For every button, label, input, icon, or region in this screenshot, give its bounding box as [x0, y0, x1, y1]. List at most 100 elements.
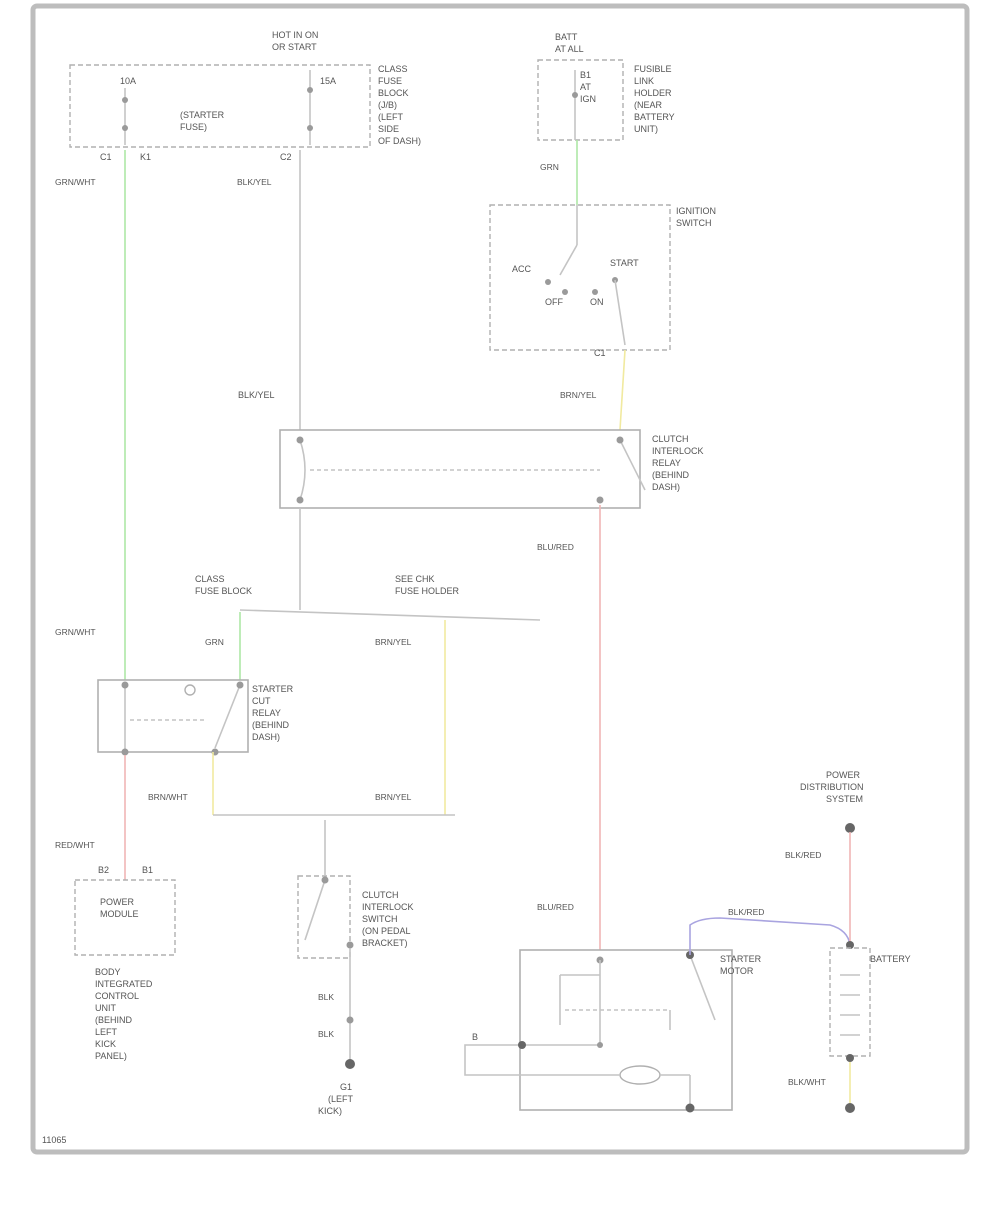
- wire-label-brn-right: BRN/YEL: [375, 637, 412, 647]
- wire-label-battery-bottom: BLK/WHT: [788, 1077, 826, 1087]
- svg-text:(BEHIND: (BEHIND: [652, 470, 690, 480]
- ground-point: [345, 1059, 355, 1069]
- svg-text:PANEL): PANEL): [95, 1051, 127, 1061]
- svg-text:(BEHIND: (BEHIND: [252, 720, 290, 730]
- svg-text:LEFT: LEFT: [95, 1027, 118, 1037]
- wire-label-relay-in-top: BLK/YEL: [237, 177, 272, 187]
- battery-label: BATTERY: [870, 954, 911, 964]
- power-module-name2: MODULE: [100, 909, 139, 919]
- diagram-code: 11065: [42, 1135, 66, 1145]
- hot-fuse-top-line2: OR START: [272, 42, 317, 52]
- svg-text:OF DASH): OF DASH): [378, 136, 421, 146]
- svg-text:HOLDER: HOLDER: [634, 88, 672, 98]
- svg-text:BATTERY: BATTERY: [634, 112, 675, 122]
- junction-bus: CLASS FUSE BLOCK SEE CHK FUSE HOLDER: [195, 574, 541, 621]
- relay-contact: [619, 439, 646, 491]
- junction-right-label1: SEE CHK: [395, 574, 435, 584]
- svg-text:BLOCK: BLOCK: [378, 88, 409, 98]
- svg-text:FUSIBLE: FUSIBLE: [634, 64, 672, 74]
- starter-cut-node-3: [236, 681, 244, 689]
- wire-blue-battery: [689, 917, 851, 955]
- fuse-box: HOT IN ON OR START 10A 15A (STARTER FUSE…: [69, 30, 421, 162]
- wire-yellow-ignition: [619, 349, 626, 431]
- svg-text:KICK: KICK: [95, 1039, 116, 1049]
- wire-label-blue: BLK/RED: [728, 907, 764, 917]
- wire-label-blk-1: BLK: [318, 992, 334, 1002]
- clutch-ground-node: [346, 1016, 354, 1024]
- svg-text:INTERLOCK: INTERLOCK: [362, 902, 414, 912]
- svg-text:STARTER: STARTER: [252, 684, 294, 694]
- battery-node-top: [846, 941, 854, 949]
- charging-label3: SYSTEM: [826, 794, 863, 804]
- svg-text:CLASS: CLASS: [378, 64, 408, 74]
- svg-text:LINK: LINK: [634, 76, 654, 86]
- switch-contact-acc: [545, 279, 551, 285]
- svg-text:INTERLOCK: INTERLOCK: [652, 446, 704, 456]
- wire-label-grn-short: GRN: [205, 637, 224, 647]
- battery-ground-node: [845, 1103, 855, 1113]
- wire-label-red-left: RED/WHT: [55, 840, 95, 850]
- svg-text:UNIT: UNIT: [95, 1003, 116, 1013]
- clutch-switch-right-label: CLUTCH INTERLOCK SWITCH (ON PEDAL BRACKE…: [362, 890, 414, 948]
- wire-label-green-top: GRN/WHT: [55, 177, 96, 187]
- fuse-pin-d: C2: [280, 152, 292, 162]
- starter-node-left: [518, 1041, 526, 1049]
- fuse-node-b: [122, 125, 128, 131]
- wire-label-blk-red: BLK/RED: [785, 850, 821, 860]
- clutch-interlock-switch: CLUTCH INTERLOCK SWITCH (ON PEDAL BRACKE…: [297, 875, 414, 959]
- power-module: B2 B1 POWER MODULE BODY INTEGRATED CONTR…: [74, 865, 176, 1061]
- starter-cut-contact: [214, 684, 241, 749]
- starter-ground-loop: [464, 1044, 522, 1076]
- switch-on-label: ON: [590, 297, 604, 307]
- power-module-desc: BODY INTEGRATED CONTROL UNIT (BEHIND LEF…: [95, 967, 153, 1061]
- charging-label1: POWER: [826, 770, 861, 780]
- switch-contact-off: [562, 289, 568, 295]
- power-module-pin2: B1: [142, 865, 153, 875]
- fuse-box-outline: [69, 64, 371, 148]
- switch-contact-on: [592, 289, 598, 295]
- switch-blade: [559, 244, 578, 276]
- starter-cut-relay: STARTER CUT RELAY (BEHIND DASH): [97, 679, 294, 756]
- relay-node-4: [596, 496, 604, 504]
- ignition-pin-2: AT: [580, 82, 591, 92]
- svg-text:(ON PEDAL: (ON PEDAL: [362, 926, 411, 936]
- ignition-top-line1: BATT: [555, 32, 578, 42]
- fuse-pin-a: 10A: [120, 76, 136, 86]
- ignition-switch-label2: SWITCH: [676, 218, 712, 228]
- starter-small-wire-label: B: [472, 1032, 478, 1042]
- starter-node-mid: [597, 1042, 603, 1048]
- svg-text:FUSE: FUSE: [378, 76, 402, 86]
- clutch-switch-node-1: [321, 876, 329, 884]
- clutch-switch-outline: [297, 875, 351, 959]
- svg-text:SWITCH: SWITCH: [362, 914, 398, 924]
- wire-label-brn-left: BRN/WHT: [148, 792, 188, 802]
- svg-text:RELAY: RELAY: [252, 708, 281, 718]
- power-module-pin1: B2: [98, 865, 109, 875]
- charging-node: [845, 823, 855, 833]
- svg-text:DASH): DASH): [652, 482, 680, 492]
- starter-cut-node-2: [121, 748, 129, 756]
- ignition-switch-label1: IGNITION: [676, 206, 716, 216]
- fuse-pin-b: 15A: [320, 76, 336, 86]
- starter-label1: STARTER: [720, 954, 762, 964]
- relay-coil: [299, 439, 306, 501]
- fuse-node-d: [307, 125, 313, 131]
- ignition-top-line2: AT ALL: [555, 44, 584, 54]
- clutch-interlock-relay: BLK/YEL CLUTCH INTERLOCK RELAY (BEHIND D…: [238, 390, 704, 509]
- fusible-link-node: [572, 92, 578, 98]
- ignition-pin-3: IGN: [580, 94, 596, 104]
- svg-text:(NEAR: (NEAR: [634, 100, 663, 110]
- wire-label-grn: GRN: [540, 162, 559, 172]
- starter-outline: [519, 949, 733, 1111]
- fuse-right-block-label: CLASS FUSE BLOCK (J/B) (LEFT SIDE OF DAS…: [378, 64, 421, 146]
- junction-left-label2: FUSE BLOCK: [195, 586, 252, 596]
- ignition-switch: IGNITION SWITCH ACC OFF ON START C1: [489, 204, 716, 358]
- junction-left-label1: CLASS: [195, 574, 225, 584]
- svg-text:INTEGRATED: INTEGRATED: [95, 979, 153, 989]
- fuse-inner-line1: (STARTER: [180, 110, 225, 120]
- starter-cut-outline: [97, 679, 249, 753]
- fuse-pin-c: C1: [100, 152, 112, 162]
- ignition-switch-outline: [489, 204, 671, 351]
